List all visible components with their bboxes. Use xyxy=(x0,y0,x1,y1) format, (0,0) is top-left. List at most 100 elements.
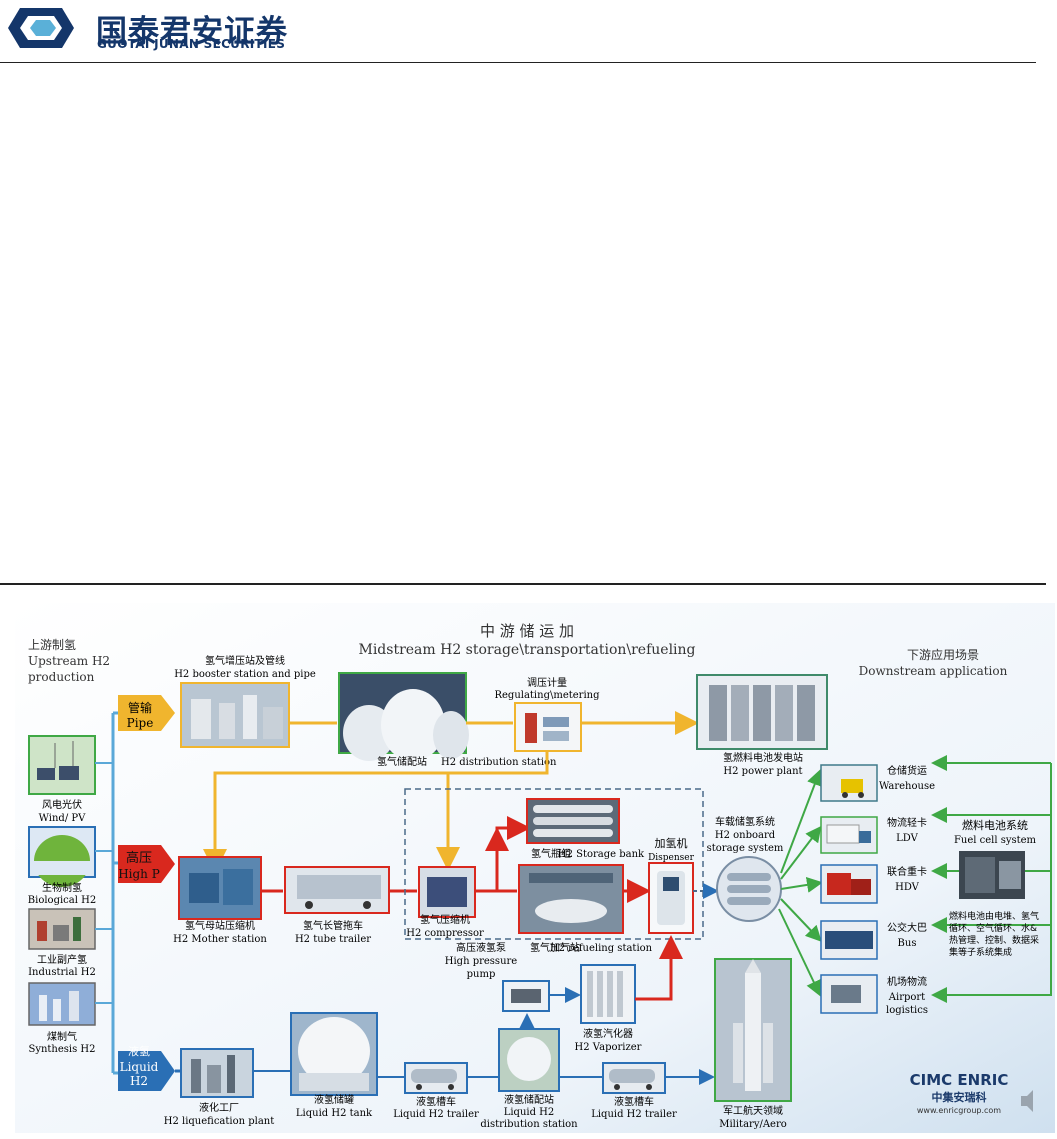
hp-pump-label-en: High pressure xyxy=(445,956,518,967)
liquid-trailer-1-image xyxy=(404,1062,468,1094)
app-warehouse: 仓储货运 Warehouse xyxy=(820,764,935,802)
distribution-station-image xyxy=(338,672,469,761)
regulating-label-cn: 调压计量 xyxy=(527,676,567,689)
app-label-en: LDV xyxy=(896,833,918,844)
dispenser-image xyxy=(648,862,694,934)
app-label-en: Warehouse xyxy=(879,781,935,792)
title-en: Midstream H2 storage\transportation\refu… xyxy=(358,642,695,658)
cimc-logo-cn: 中集安瑞科 xyxy=(932,1090,987,1104)
liquid-trailer-2-image xyxy=(602,1062,666,1094)
liquefaction-plant-image xyxy=(180,1048,254,1098)
storage-bank-image xyxy=(526,798,620,844)
onboard-label-cn: 车载储氢系统 xyxy=(715,815,775,828)
source-label-cn: 生物制氢 xyxy=(42,881,82,894)
power-plant-label-en: H2 power plant xyxy=(723,766,802,777)
route-highp-arrow: 高压 High P xyxy=(118,845,175,883)
app-label-cn: 公交大巴 xyxy=(887,921,927,934)
app-arrow xyxy=(780,898,822,942)
storage-bank-label-cn: 氢气瓶组 xyxy=(531,847,571,860)
app-label-en: Bus xyxy=(898,938,917,949)
onboard-storage-image xyxy=(716,856,782,922)
source-label-cn: 煤制气 xyxy=(47,1030,77,1043)
regulating-image xyxy=(514,702,582,752)
title-cn: 中 游 储 运 加 xyxy=(480,622,574,640)
storage-bank-label-en: H2 Storage bank xyxy=(558,849,645,860)
vaporizer-image xyxy=(580,964,636,1024)
app-airport: 机场物流 Airport logistics xyxy=(820,974,928,1016)
liquefaction-label-cn: 液化工厂 xyxy=(199,1101,239,1114)
company-name-cn: 国泰君安证券 xyxy=(96,14,288,50)
tube-trailer-label-en: H2 tube trailer xyxy=(295,934,371,945)
liquid-tank-label-en: Liquid H2 tank xyxy=(296,1108,373,1119)
power-plant-image xyxy=(696,674,828,750)
liquid-distribution-label-en: Liquid H2 xyxy=(504,1107,555,1118)
vaporizer-label-en: H2 Vaporizer xyxy=(575,1042,642,1053)
liquid-trailer-1-label-en: Liquid H2 trailer xyxy=(393,1109,479,1120)
source-biological: 生物制氢 Biological H2 xyxy=(28,826,96,906)
tube-trailer-image xyxy=(284,866,390,914)
mother-station-label-cn: 氢气母站压缩机 xyxy=(185,919,255,932)
refueling-label: 氢气加气站 xyxy=(530,941,580,954)
source-label-en: Industrial H2 xyxy=(28,967,96,978)
route-liquid-en: Liquid xyxy=(120,1060,159,1074)
refueling-station-boundary xyxy=(404,788,704,940)
fuelcell-image xyxy=(959,851,1025,899)
power-plant-label-cn: 氢燃料电池发电站 xyxy=(723,751,803,764)
app-bus: 公交大巴 Bus xyxy=(820,920,927,960)
regulating-label-en: Regulating\metering xyxy=(494,690,600,701)
fuelcell-label-en: Fuel cell system xyxy=(954,835,1037,846)
source-label-cn: 工业副产氢 xyxy=(37,953,87,966)
liquid-distribution-label-en2: distribution station xyxy=(480,1119,578,1130)
booster-label-cn: 氢气增压站及管线 xyxy=(205,654,285,667)
hp-pump-label-en2: pump xyxy=(467,969,496,980)
compressor-label-cn: 氢气压缩机 xyxy=(420,913,470,926)
mother-station-label-en: H2 Mother station xyxy=(173,934,267,945)
refueling-label-en: H2 refueling station xyxy=(550,943,653,954)
hp-pump-image xyxy=(502,980,550,1012)
source-industrial: 工业副产氢 Industrial H2 xyxy=(28,908,96,978)
downstream-title-cn: 下游应用场景 xyxy=(907,647,979,662)
header-divider xyxy=(0,62,1036,63)
app-label-en: HDV xyxy=(895,882,920,893)
liquid-trailer-1-label-cn: 液氢槽车 xyxy=(416,1095,456,1108)
military-label-cn: 军工航天领域 xyxy=(723,1104,783,1117)
fuelcell-desc: 热管理、控制、数据采 xyxy=(949,934,1039,946)
booster-label-en: H2 booster station and pipe xyxy=(174,669,316,680)
upstream-title-en: Upstream H2 xyxy=(28,654,110,668)
route-highp-cn: 高压 xyxy=(126,850,152,866)
cimc-url: www.enricgroup.com xyxy=(917,1106,1001,1115)
route-pipe-en: Pipe xyxy=(127,716,154,730)
mother-station-image xyxy=(178,856,262,920)
app-arrow xyxy=(780,769,823,874)
app-label-cn: 联合重卡 xyxy=(887,865,927,878)
app-label-cn: 仓储货运 xyxy=(887,764,927,777)
hp-pump-label-cn: 高压液氢泵 xyxy=(456,941,506,954)
fuelcell-desc: 燃料电池由电堆、氢气 xyxy=(949,910,1039,922)
section-divider xyxy=(0,583,1046,585)
company-logo-icon xyxy=(6,6,76,50)
route-liquid-cn: 液氢 xyxy=(128,1044,150,1058)
cimc-logo-en: CIMC ENRIC xyxy=(910,1071,1009,1089)
dispenser-label-en: Dispenser xyxy=(648,853,695,863)
dispenser-label-cn: 加氢机 xyxy=(655,836,688,850)
liquid-trailer-2-label-en: Liquid H2 trailer xyxy=(591,1109,677,1120)
route-pipe-arrow: 管输 Pipe xyxy=(118,695,175,731)
speaker-icon[interactable] xyxy=(1021,1090,1033,1112)
app-hdv: 联合重卡 HDV xyxy=(820,864,927,904)
vaporizer-label-cn: 液氢汽化器 xyxy=(583,1027,633,1040)
liquid-distribution-label-cn: 液氢储配站 xyxy=(504,1093,554,1106)
tube-trailer-label-cn: 氢气长管拖车 xyxy=(303,919,363,932)
onboard-label-en2: storage system xyxy=(707,843,784,854)
route-pipe-cn: 管输 xyxy=(128,700,152,715)
distribution-label: 氢气储配站 xyxy=(377,755,427,768)
upstream-title-cn: 上游制氢 xyxy=(28,637,76,652)
downstream-title-en: Downstream application xyxy=(859,664,1008,678)
vaporizer-to-dispenser-line xyxy=(635,935,683,1001)
source-wind-pv: 风电光伏 Wind/ PV xyxy=(28,735,96,824)
hydrogen-industry-chain-diagram: 中 游 储 运 加 Midstream H2 storage\transport… xyxy=(15,603,1055,1133)
booster-station-image xyxy=(180,682,290,748)
liquefaction-label-en: H2 liquefication plant xyxy=(164,1116,275,1127)
compressor-label-en: H2 compressor xyxy=(406,928,484,939)
source-synthesis: 煤制气 Synthesis H2 xyxy=(28,982,96,1055)
app-arrow xyxy=(780,876,823,893)
